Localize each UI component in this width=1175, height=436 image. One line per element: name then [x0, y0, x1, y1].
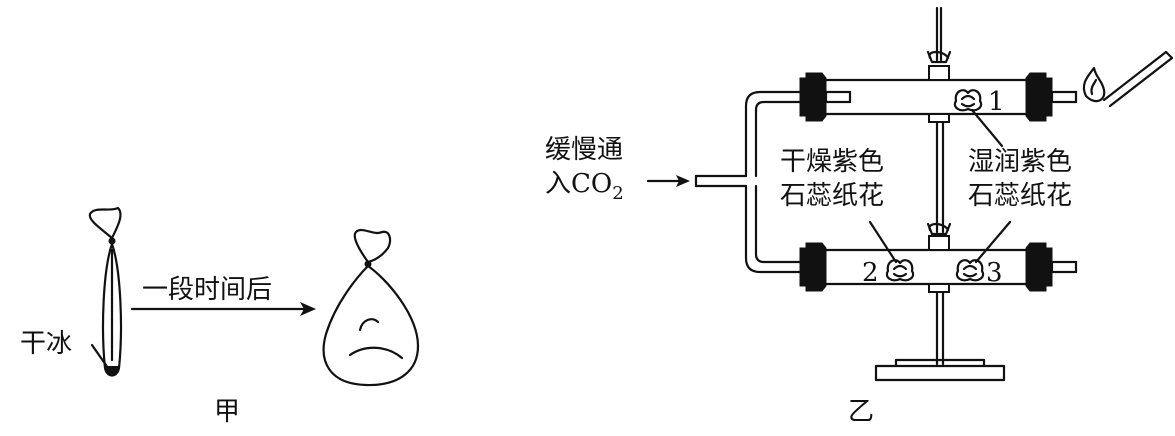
- time-arrow: [130, 302, 316, 316]
- marker-1: 1: [988, 87, 1005, 117]
- top-clamp: [926, 50, 952, 123]
- burning-splint: [1082, 50, 1174, 108]
- wet-flower-leader-bottom: [974, 220, 1012, 264]
- wet-flower-label-line2: 石蕊纸花: [968, 181, 1072, 211]
- flower-1-wet: [953, 89, 983, 112]
- bottom-glass-tube: [799, 242, 1078, 292]
- co2-inlet-label-line2: 入CO2: [545, 169, 624, 204]
- dry-ice-pointer: [90, 343, 110, 370]
- co2-inlet-label-line1: 缓慢通: [545, 135, 623, 165]
- gas-tubing: [694, 90, 804, 274]
- iron-stand: [874, 6, 1006, 382]
- dry-flower-leader: [868, 220, 898, 264]
- marker-2: 2: [862, 258, 879, 288]
- dry-ice-label: 干冰: [20, 329, 72, 359]
- time-arrow-label: 一段时间后: [142, 275, 272, 305]
- flower-3-wet: [955, 259, 985, 282]
- bottom-clamp: [926, 222, 952, 293]
- dry-flower-label-line1: 干燥紫色: [780, 147, 884, 177]
- wet-flower-leader-top: [970, 108, 1004, 148]
- figure-b-caption: 乙: [848, 397, 874, 427]
- wet-flower-label-line1: 湿润紫色: [968, 147, 1072, 177]
- balloon-after: [322, 228, 420, 387]
- top-glass-tube: [799, 72, 1078, 122]
- dry-flower-label-line2: 石蕊纸花: [780, 181, 884, 211]
- balloon-before: [88, 206, 123, 377]
- marker-3: 3: [986, 258, 1003, 288]
- co2-inlet-arrow: [646, 175, 690, 187]
- figure-a-caption: 甲: [214, 397, 240, 427]
